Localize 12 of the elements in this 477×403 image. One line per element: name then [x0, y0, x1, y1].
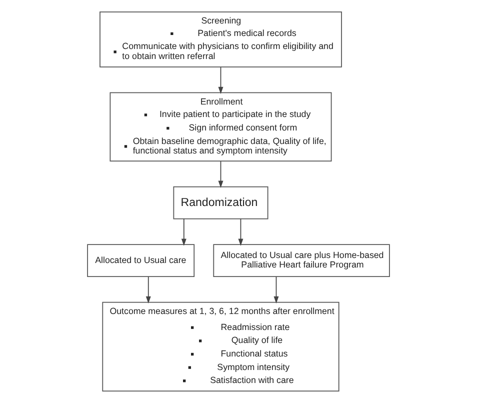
node-box: Randomization [173, 186, 268, 220]
arrow [181, 218, 186, 246]
arrow [146, 276, 151, 304]
arrow [274, 276, 279, 304]
arrow [218, 160, 224, 188]
node-box: Outcome measures at 1, 3, 6, 12 months after enrollment Readmission rate Quality of life Functional status Symptom intensity Satisfaction with care [102, 302, 340, 392]
node-box: Allocated to Usual care [87, 244, 195, 277]
node-box: Enrollment Invite patient to participate in the study Sign informed consent form Obtain baseline demographic data, Quality of life, functional status and symptom intensity [110, 92, 332, 162]
arrow [238, 218, 244, 246]
node-box: Screening Patient's medical records Communicate with physicians to confirm eligibility and to obtain written referral [100, 11, 342, 68]
arrow [218, 66, 224, 94]
node-box: Allocated to Usual care plus Home-based Palliative Heart failure Program [213, 244, 390, 277]
